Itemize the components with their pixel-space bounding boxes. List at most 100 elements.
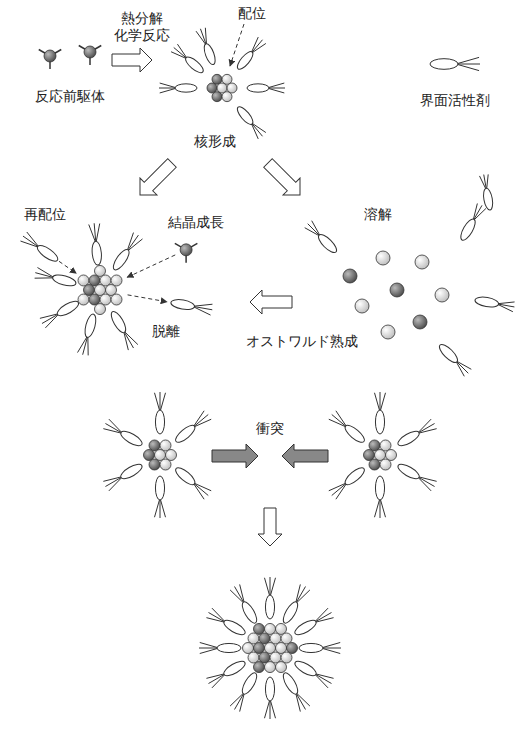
surfactant — [230, 671, 259, 712]
label: オストワルド熟成 — [244, 333, 360, 350]
label: 溶解 — [362, 206, 394, 223]
nanoparticle — [364, 440, 397, 470]
surfactant-tail — [251, 43, 266, 53]
surfactant — [264, 577, 275, 619]
surfactant-head — [170, 298, 195, 311]
surfactant-head — [235, 49, 256, 71]
atom — [149, 459, 160, 470]
surfactant-head — [396, 462, 421, 482]
surfactant-tail — [160, 498, 166, 517]
atom — [166, 450, 177, 461]
surfactant-tail — [160, 393, 166, 412]
atom — [254, 662, 265, 673]
surfactant — [103, 419, 144, 448]
surfactant-head — [281, 671, 301, 696]
surfactant — [103, 462, 144, 491]
surfactant-head — [155, 410, 164, 434]
surfactant-tail — [314, 618, 333, 623]
surfactant-tail — [264, 699, 270, 718]
surfactant — [171, 44, 205, 75]
process-arrow — [132, 155, 181, 204]
atom — [265, 643, 276, 654]
label: 衝突 — [254, 420, 286, 437]
surfactant-tail — [332, 483, 347, 496]
surfactant-tail — [417, 424, 434, 434]
surfactant-tail — [193, 483, 204, 500]
surfactant-head — [474, 296, 499, 309]
surfactant — [173, 411, 211, 445]
surfactant-tail — [497, 302, 515, 304]
surfactant — [89, 223, 103, 265]
atom — [248, 633, 259, 644]
surfactant — [230, 584, 259, 625]
atom — [100, 275, 111, 286]
atom — [343, 269, 357, 283]
surfactant-tail — [205, 28, 206, 46]
surfactant-tail — [264, 578, 270, 597]
surfactant-tail — [314, 613, 331, 623]
atom — [270, 633, 281, 644]
surfactant — [78, 313, 98, 355]
surfactant-head — [343, 465, 367, 487]
surfactant — [235, 37, 266, 71]
surfactant-tail — [374, 498, 380, 517]
surfactant-tail — [177, 44, 187, 59]
surfactant — [430, 57, 480, 70]
atom — [369, 440, 380, 451]
surfactant-head — [293, 659, 318, 679]
surfactant — [374, 476, 385, 518]
atom — [100, 294, 111, 305]
atom — [222, 92, 232, 102]
atom — [381, 325, 395, 339]
surfactant-tail — [267, 88, 284, 93]
atom — [248, 652, 259, 663]
surfactant-tail — [251, 122, 263, 136]
atom — [111, 275, 122, 286]
surfactant-tail — [270, 699, 276, 718]
surfactant — [159, 83, 197, 93]
surfactant-head — [83, 313, 98, 339]
surfactant-head — [173, 423, 197, 445]
surfactant-tail — [270, 578, 276, 597]
atom — [78, 294, 89, 305]
surfactant-head — [265, 595, 274, 619]
surfactant-head — [35, 243, 60, 264]
surfactant-head — [235, 104, 256, 126]
atom — [265, 662, 276, 673]
atom — [270, 652, 281, 663]
surfactant-head — [119, 429, 144, 449]
surfactant — [170, 298, 212, 315]
surfactant-tail — [380, 393, 386, 412]
surfactant — [35, 268, 77, 288]
atom — [390, 283, 404, 297]
surfactant-tail — [96, 224, 100, 244]
surfactant-head — [265, 677, 274, 701]
atom — [380, 459, 391, 470]
process-arrow — [212, 444, 258, 468]
surfactant-tail — [94, 223, 96, 243]
process-arrow — [258, 508, 282, 546]
atom — [84, 285, 95, 296]
atom — [281, 633, 292, 644]
surfactant-head — [173, 465, 197, 487]
dashed-arrow — [127, 255, 175, 277]
precursor — [175, 243, 198, 262]
surfactant-tail — [109, 419, 123, 433]
label: 結晶成長 — [166, 214, 226, 231]
surfactant — [206, 659, 247, 688]
surfactant-head — [482, 188, 494, 211]
atom — [89, 275, 100, 286]
precursor-atom — [180, 244, 192, 256]
surfactant-head — [240, 600, 260, 625]
label: 再配位 — [22, 206, 68, 223]
atom — [254, 643, 265, 654]
surfactant-tail — [160, 83, 177, 88]
surfactant-head — [293, 618, 318, 638]
atom — [259, 652, 270, 663]
process-arrow — [282, 444, 328, 468]
precursor-atom — [84, 46, 96, 58]
dashed-arrow — [59, 261, 76, 273]
atom — [212, 92, 222, 102]
